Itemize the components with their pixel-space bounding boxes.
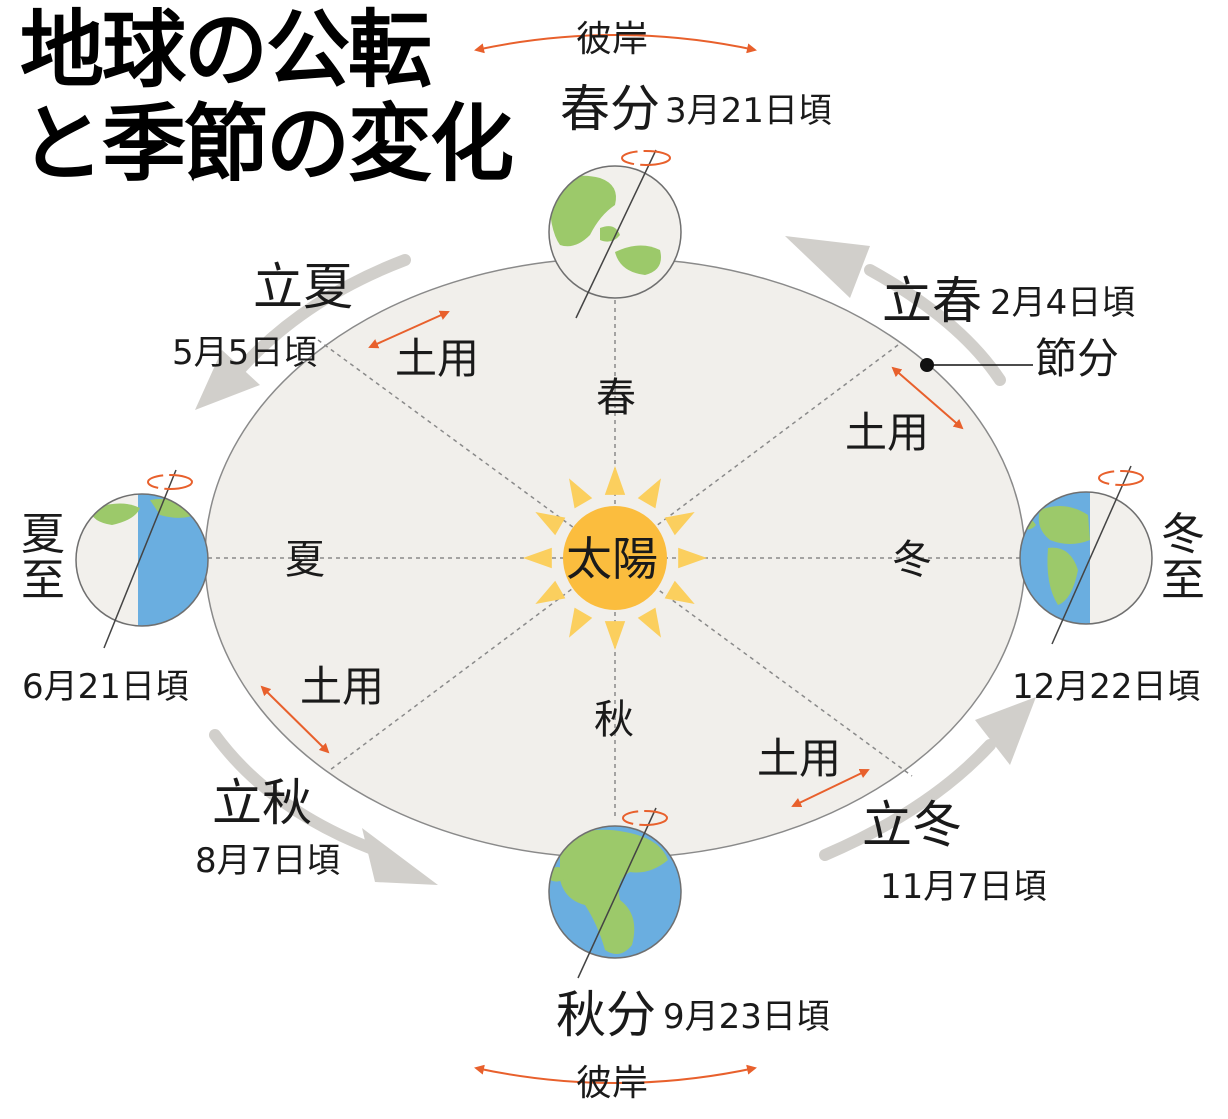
sun-ray: [664, 580, 695, 604]
geshi-date: 6月21日頃: [22, 667, 189, 707]
risshu-name: 立秋: [212, 774, 312, 832]
sun-ray: [569, 478, 593, 509]
doyo-label-tl: 土用: [395, 334, 480, 383]
doyo-label-tr: 土用: [845, 408, 930, 457]
gray-arrow-top-right: [864, 264, 1006, 386]
orange-arrows: [260, 34, 964, 1084]
sun-rays: [523, 466, 707, 650]
gray-arrowhead-bottom-left: [362, 828, 438, 885]
sun-ray: [678, 547, 707, 569]
title-line-1: 地球の公転: [20, 1, 432, 99]
gray-arrow-heads: [195, 236, 1036, 885]
sun-ray: [569, 607, 593, 638]
higan-label-bottom: 彼岸: [576, 1063, 649, 1104]
doyo-arrow-bl: [260, 685, 330, 754]
toji-name: 冬至: [1161, 509, 1205, 607]
ritto-date: 11月7日頃: [880, 867, 1047, 907]
gray-arrowhead-top-right: [785, 236, 870, 298]
doyo-label-br: 土用: [757, 734, 842, 783]
setsubun-label: 節分: [1035, 334, 1120, 383]
higan-arrow-top: [474, 34, 757, 54]
sun-ray: [604, 621, 626, 650]
doyo-arrow-tr: [891, 366, 964, 430]
earth-winter: [1019, 465, 1153, 645]
toji-date: 12月22日頃: [1012, 667, 1201, 707]
sun-ray: [637, 478, 661, 509]
doyo-label-bl: 土用: [300, 662, 385, 711]
rikka-name: 立夏: [253, 258, 353, 316]
shunbun-date: 3月21日頃: [665, 91, 832, 131]
gray-arrow-bottom-left: [209, 729, 381, 856]
higan-label-top: 彼岸: [576, 19, 649, 60]
higan-arrow-bottom: [474, 1064, 757, 1084]
sun-ray: [523, 547, 552, 569]
ritto-name: 立冬: [862, 796, 962, 854]
geshi-name: 夏至: [21, 509, 65, 607]
sun-ray: [535, 580, 566, 604]
gray-arrow-top-left: [229, 254, 411, 381]
sun: [563, 506, 667, 610]
rissyun-date: 2月4日頃: [990, 283, 1136, 323]
rissyun-name: 立春: [882, 272, 982, 330]
sun-ray: [604, 466, 626, 495]
gray-arrows: [209, 254, 1006, 861]
season-summer: 夏: [285, 537, 325, 583]
season-winter: 冬: [892, 537, 932, 583]
risshu-date: 8月7日頃: [195, 841, 341, 881]
rikka-date: 5月5日頃: [172, 333, 318, 373]
doyo-arrow-tl: [368, 310, 450, 349]
doyo-arrow-br: [791, 768, 870, 808]
gray-arrow-bottom-right: [819, 739, 996, 861]
earth-summer: [75, 469, 209, 649]
sun-ray: [664, 512, 695, 536]
sun-ray: [637, 607, 661, 638]
gray-arrowhead-bottom-right: [975, 697, 1036, 765]
season-spring: 春: [596, 375, 636, 421]
title-line-2: と季節の変化: [20, 95, 514, 193]
shubun-date: 9月23日頃: [663, 997, 830, 1037]
setsubun-marker: [920, 358, 1033, 372]
shunbun-name: 春分: [560, 80, 660, 138]
earth-spring: [548, 149, 682, 319]
shubun-name: 秋分: [556, 986, 656, 1044]
season-autumn: 秋: [594, 697, 634, 743]
sun-label: 太陽: [566, 532, 658, 586]
sun-ray: [535, 512, 566, 536]
earth-autumn: [548, 807, 682, 979]
gray-arrowhead-top-left: [195, 350, 260, 410]
